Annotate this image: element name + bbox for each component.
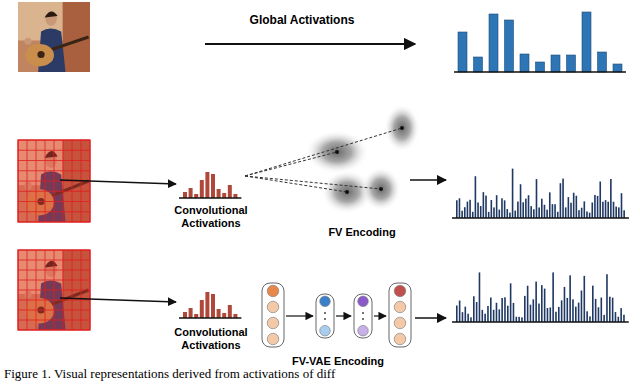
photo (18, 2, 90, 72)
gaussian (361, 167, 401, 211)
network-layer (354, 294, 372, 338)
bar-chart (179, 292, 241, 318)
network-layer (389, 283, 411, 347)
arrow (205, 43, 415, 45)
gaussian (384, 104, 420, 152)
arrow (286, 315, 313, 316)
bar-chart (454, 12, 626, 72)
arrow (60, 298, 176, 302)
figure-caption: Figure 1. Visual representations derived… (4, 366, 335, 382)
arrow (374, 315, 386, 316)
figure-label: Global Activations (222, 14, 382, 28)
arrow (410, 179, 446, 181)
arrow (415, 317, 446, 319)
network-layer (316, 294, 334, 338)
gaussian (305, 130, 369, 174)
figure-label: Convolutional Activations (163, 204, 259, 229)
photo (18, 250, 90, 330)
arrow (60, 180, 176, 184)
network-layer (262, 283, 284, 347)
arrow (336, 315, 351, 316)
bar-chart (179, 172, 241, 198)
figure-label: FV-VAE Encoding (273, 355, 403, 368)
figure-label: Convolutional Activations (163, 326, 259, 351)
figure-label: FV Encoding (307, 226, 417, 239)
bar-chart (452, 272, 629, 322)
bar-chart (452, 169, 629, 218)
